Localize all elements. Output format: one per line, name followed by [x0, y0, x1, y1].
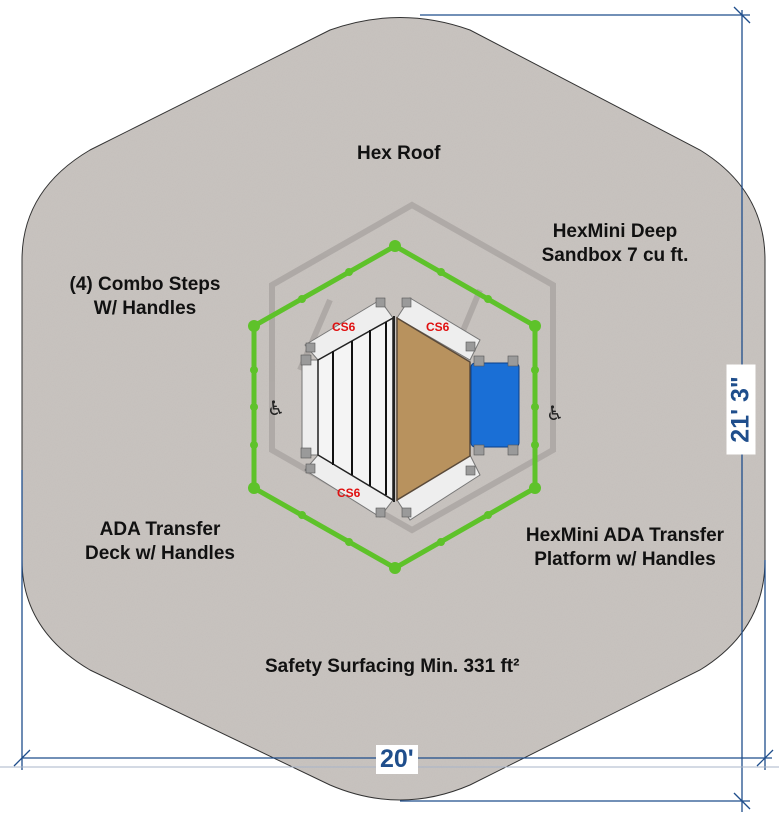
label-safety-surfacing: Safety Surfacing Min. 331 ft² [265, 656, 520, 677]
ada-transfer-platform [470, 362, 520, 448]
label-hex-roof: Hex Roof [357, 143, 441, 164]
label-ada-deck: ADA Transfer Deck w/ Handles [60, 518, 260, 566]
label-ada-platform: HexMini ADA Transfer Platform w/ Handles [495, 524, 755, 572]
wheelchair-accessible-icon: ♿ [267, 396, 285, 420]
label-sandbox-line1: HexMini Deep [552, 221, 678, 242]
label-deck-line2: Deck w/ Handles [85, 543, 235, 564]
label-sandbox: HexMini Deep Sandbox 7 cu ft. [520, 220, 710, 268]
deck-posts [300, 297, 519, 518]
combo-steps [301, 297, 481, 521]
dimension-height: 21' 3" [726, 364, 756, 455]
combo-step-tag: CS6 [426, 320, 450, 334]
combo-step-tag: CS6 [337, 486, 361, 500]
label-deck-line1: ADA Transfer [99, 519, 221, 540]
sandbox [396, 316, 471, 502]
dimension-width: 20' [376, 745, 418, 774]
ada-transfer-deck [317, 316, 394, 502]
label-platform-line2: Platform w/ Handles [534, 549, 716, 570]
wheelchair-accessible-icon: ♿ [546, 401, 564, 425]
label-sandbox-line2: Sandbox 7 cu ft. [541, 245, 689, 266]
combo-step-tag: CS6 [332, 320, 356, 334]
label-platform-line1: HexMini ADA Transfer [525, 525, 725, 546]
label-steps-line2: W/ Handles [93, 298, 197, 319]
label-steps-line1: (4) Combo Steps [69, 274, 221, 295]
label-combo-steps: (4) Combo Steps W/ Handles [50, 273, 240, 321]
border-timber [248, 240, 541, 574]
